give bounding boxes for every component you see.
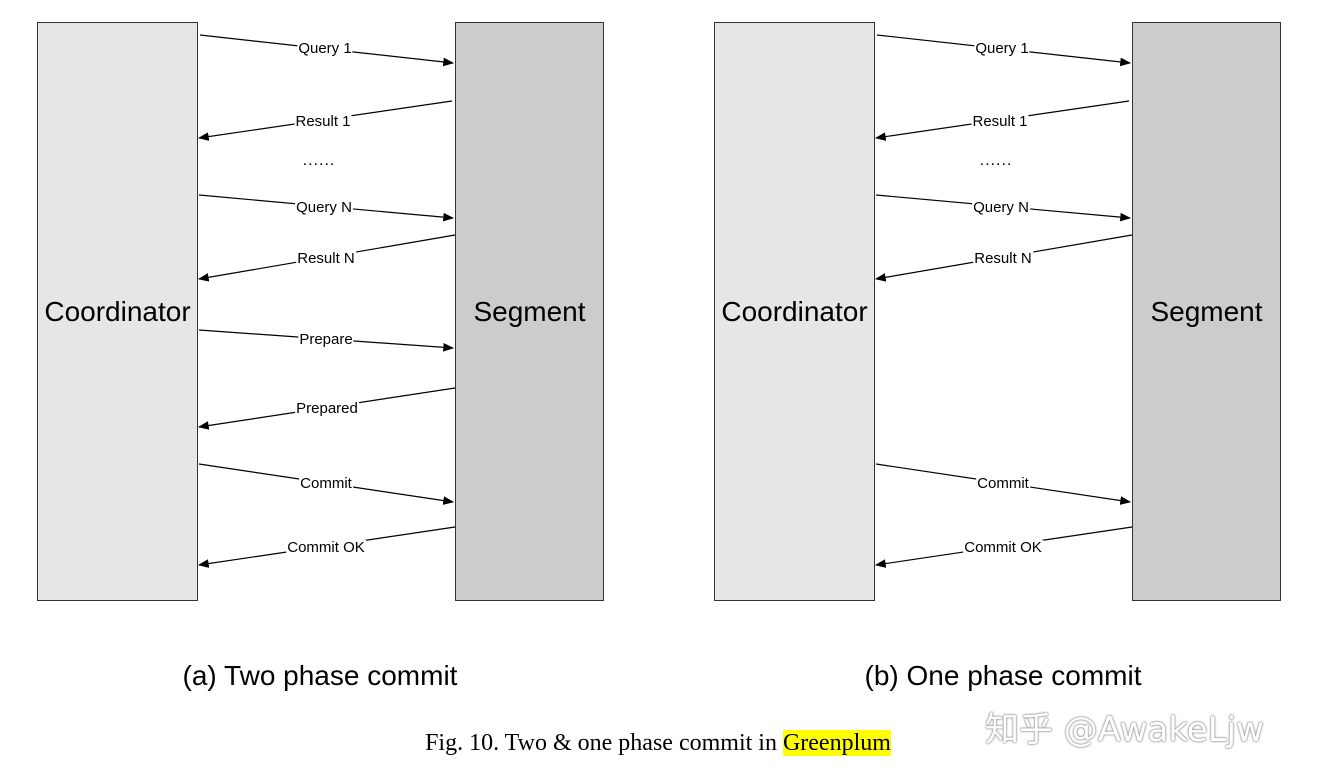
ellipsis-b: ...... [979,152,1013,169]
message-label: Commit [976,475,1030,492]
message-label: Result N [296,250,356,267]
message-label: Commit OK [963,539,1043,556]
message-label: Commit OK [286,539,366,556]
message-label: Query N [295,199,353,216]
message-label: Query 1 [297,40,353,57]
coordinator-label-a: Coordinator [44,295,191,327]
message-label: Query 1 [974,40,1030,57]
segment-box-b: Segment [1132,22,1281,601]
coordinator-box-b: Coordinator [714,22,875,601]
segment-label-b: Segment [1150,295,1263,327]
figure-caption: Fig. 10. Two & one phase commit in Green… [425,730,891,757]
message-label: Result 1 [294,113,352,130]
message-label: Prepare [298,331,354,348]
coordinator-box-a: Coordinator [37,22,198,601]
segment-label-a: Segment [473,295,586,327]
message-label: Result N [973,250,1033,267]
message-label: Commit [299,475,353,492]
figure-caption-text: Fig. 10. Two & one phase commit in [425,730,783,756]
coordinator-label-b: Coordinator [721,295,868,327]
message-label: Prepared [295,400,359,417]
message-label: Result 1 [971,113,1029,130]
segment-box-a: Segment [455,22,604,601]
subcaption-b: (b) One phase commit [864,660,1142,691]
subcaption-a: (a) Two phase commit [182,660,458,691]
message-label: Query N [972,199,1030,216]
ellipsis-a: ...... [302,152,336,169]
watermark: 知乎 @AwakeLjw [985,710,1264,750]
highlighted-term: Greenplum [782,730,891,756]
